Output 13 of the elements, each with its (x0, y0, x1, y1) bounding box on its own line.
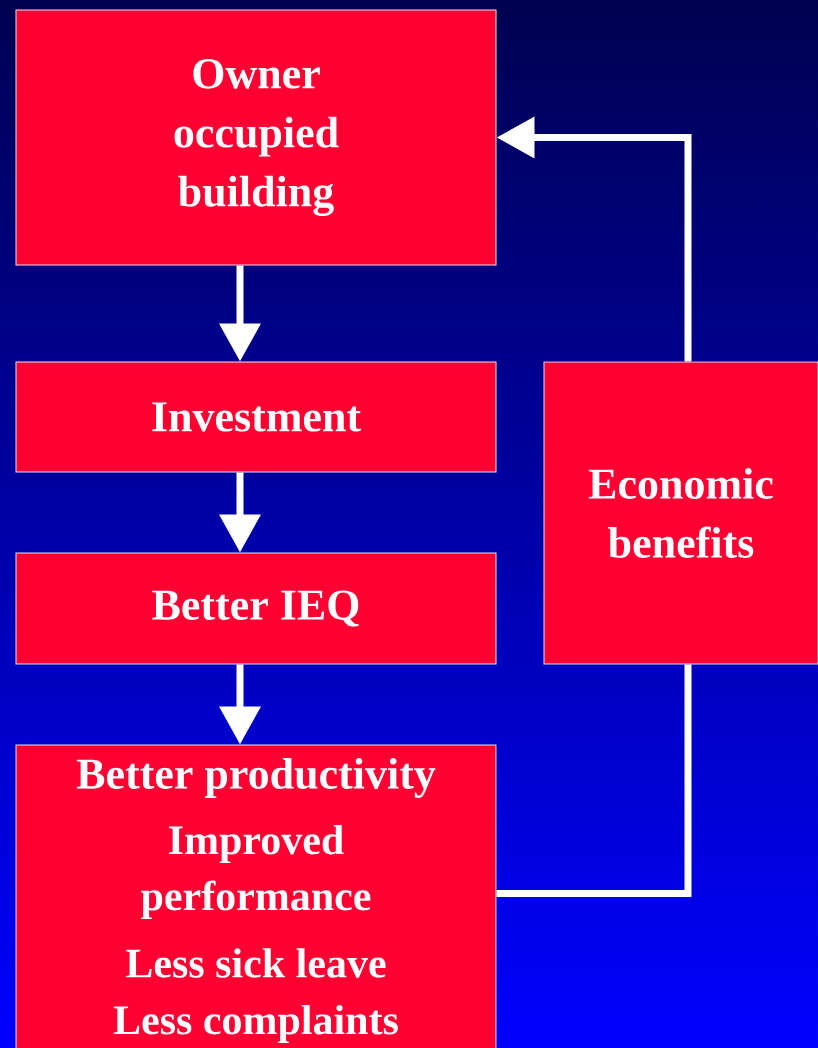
process-box (543, 361, 818, 665)
process-box (15, 552, 497, 665)
node-label: Better IEQ (152, 590, 359, 627)
node-label: Investment (152, 402, 361, 432)
process-box (15, 744, 497, 1048)
node-label: Less complaints (113, 1004, 398, 1044)
node-label: Economic benefits (588, 468, 773, 558)
process-box (15, 9, 497, 266)
node-label: Better productivity (76, 758, 436, 799)
node-label: Owner occupied building (174, 59, 339, 216)
process-box (15, 361, 497, 473)
node-label: Less sick leave (126, 948, 386, 978)
node-label: Improved performance (141, 824, 371, 920)
